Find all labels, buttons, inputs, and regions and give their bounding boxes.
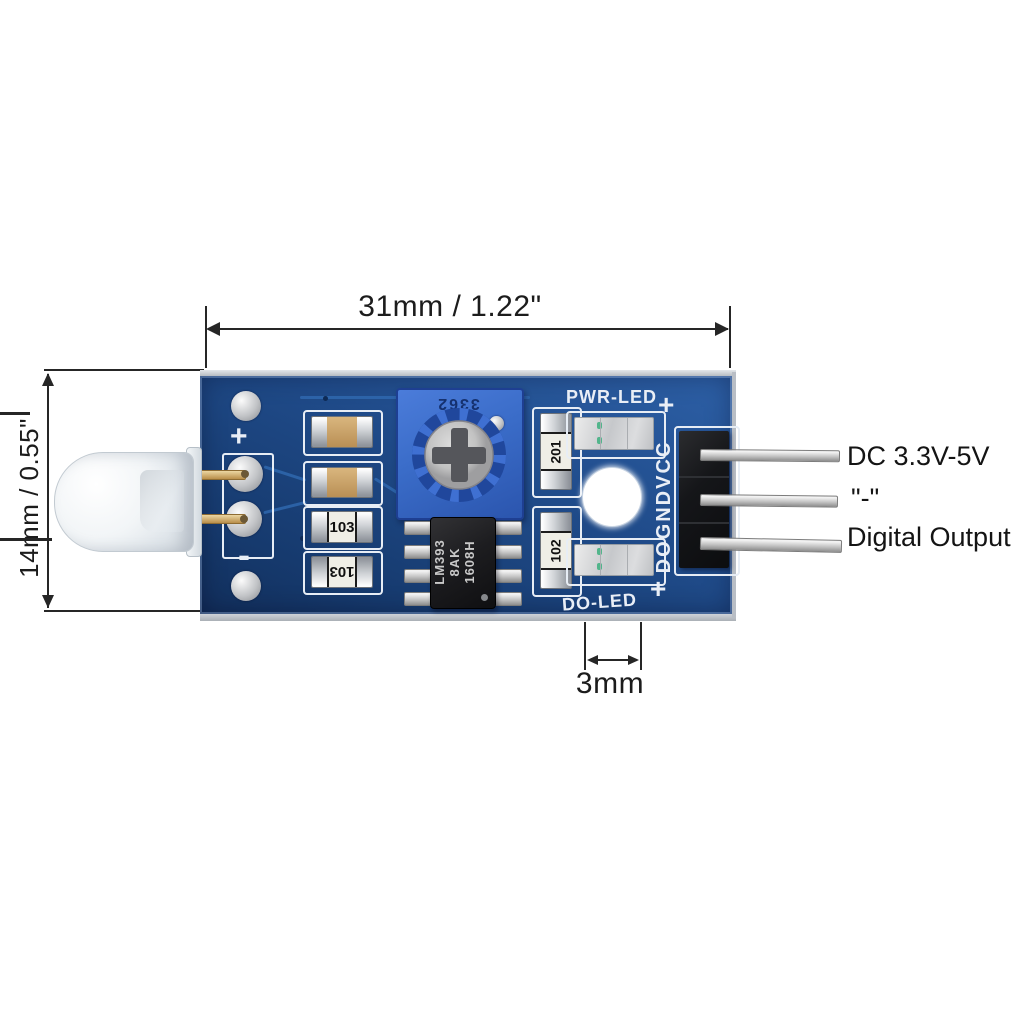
ic-pin xyxy=(492,545,522,559)
solder-cap xyxy=(357,417,372,447)
do-led-plus-mark: + xyxy=(650,573,667,604)
resistor-code: 102 xyxy=(547,538,564,563)
led-segment-line xyxy=(600,545,601,575)
solder-cap xyxy=(312,468,327,497)
width-dimension-line xyxy=(208,328,728,330)
resistor-silkscreen xyxy=(303,551,383,595)
solder-cap xyxy=(312,512,327,542)
led-5mm-inner-reflection xyxy=(140,470,184,532)
pitch-extension-line-left xyxy=(584,622,586,670)
solder-cap xyxy=(312,557,327,587)
resistor-marking: 103 xyxy=(327,557,357,587)
solder-cap xyxy=(357,557,372,587)
led-anode-plus-mark: + xyxy=(230,420,248,453)
pcb-edge-bottom xyxy=(200,614,736,621)
ic-marking-line3: 1608H xyxy=(462,540,477,584)
cap-silkscreen xyxy=(303,410,383,456)
led-phosphor-dot xyxy=(597,422,602,429)
header-pin-labels: DOGNDVCC xyxy=(653,440,675,574)
ic-pin xyxy=(492,569,522,583)
width-extension-line-right xyxy=(729,306,731,368)
led-phosphor-dot xyxy=(597,563,602,570)
pin-label-vcc: DC 3.3V-5V xyxy=(847,441,990,471)
leader-tick-lower xyxy=(0,538,52,541)
led-cathode-minus-mark: - xyxy=(238,534,250,575)
pcb-via xyxy=(300,536,305,541)
trimpot-adjustment-gear xyxy=(412,408,506,502)
led-pad-center-top xyxy=(241,470,249,478)
led-segment-line xyxy=(600,418,601,449)
header-segment-line xyxy=(679,476,729,478)
led-segment-line xyxy=(627,418,628,449)
pin-label-gnd: "-" xyxy=(851,483,880,513)
pitch-arrowhead-left xyxy=(587,655,598,665)
height-dimension-line xyxy=(47,374,49,608)
solder-cap xyxy=(357,468,372,497)
header-pin-gnd xyxy=(699,494,839,508)
resistor-silkscreen xyxy=(303,506,383,550)
width-extension-line-left xyxy=(205,306,207,368)
resistor-silkscreen xyxy=(532,407,582,498)
pwr-led-label: PWR-LED xyxy=(566,387,657,407)
width-arrowhead-right xyxy=(715,322,729,336)
header-segment-line xyxy=(679,522,729,524)
pin-label-do: Digital Output xyxy=(847,522,1011,552)
led-phosphor-dot xyxy=(597,437,602,444)
ic-marking-line2: 8AK xyxy=(447,547,462,577)
width-arrowhead-left xyxy=(206,322,220,336)
mounting-hole-bottom xyxy=(231,571,261,601)
trimpot-3362: 3362 xyxy=(396,388,524,520)
led-phosphor-dot xyxy=(597,548,602,555)
solder-cap xyxy=(312,417,327,447)
smd-resistor-103-b: 103 xyxy=(311,556,373,588)
solder-cap xyxy=(541,471,571,489)
led-pad-center-bottom xyxy=(240,515,248,523)
pcb-edge-top xyxy=(200,370,736,376)
height-extension-line-top xyxy=(44,369,204,371)
width-dimension-label: 31mm / 1.22" xyxy=(358,290,542,323)
pwr-led-smd xyxy=(574,417,654,450)
solder-cap xyxy=(541,513,571,531)
header-pin-vcc xyxy=(699,449,841,463)
pitch-dimension-label: 3mm xyxy=(575,667,645,700)
height-arrowhead-top xyxy=(42,373,54,386)
smd-capacitor-2 xyxy=(311,467,373,498)
resistor-marking: 103 xyxy=(327,512,357,542)
ic-pin xyxy=(492,521,522,535)
ic-lm393: LM393 8AK 1608H xyxy=(430,517,496,609)
pitch-arrowhead-right xyxy=(628,655,639,665)
smd-capacitor-1 xyxy=(311,416,373,448)
ic-marking-line1: LM393 xyxy=(432,539,447,585)
mounting-hole-top xyxy=(231,391,261,421)
leader-tick-upper xyxy=(0,412,30,415)
capacitor-body xyxy=(327,468,357,497)
pitch-extension-line-right xyxy=(640,622,642,670)
height-arrowhead-bottom xyxy=(42,595,54,608)
cap-silkscreen xyxy=(303,461,383,506)
do-led-smd xyxy=(574,544,654,576)
ic-pin xyxy=(492,592,522,606)
led-segment-line xyxy=(627,545,628,575)
height-extension-line-bottom xyxy=(44,610,204,612)
pitch-dimension-line xyxy=(589,659,637,661)
do-led-silkscreen xyxy=(566,538,666,586)
solder-cap xyxy=(541,414,571,432)
led-pad-silkscreen-box xyxy=(222,453,274,559)
pcb-via xyxy=(323,396,328,401)
pwr-led-silkscreen xyxy=(566,411,666,459)
sensor-hole xyxy=(583,468,641,526)
ic-pin1-dot xyxy=(481,594,488,601)
solder-cap xyxy=(357,512,372,542)
resistor-code: 201 xyxy=(547,439,564,464)
solder-cap xyxy=(541,570,571,588)
smd-resistor-103-a: 103 xyxy=(311,511,373,543)
capacitor-body xyxy=(327,417,357,447)
